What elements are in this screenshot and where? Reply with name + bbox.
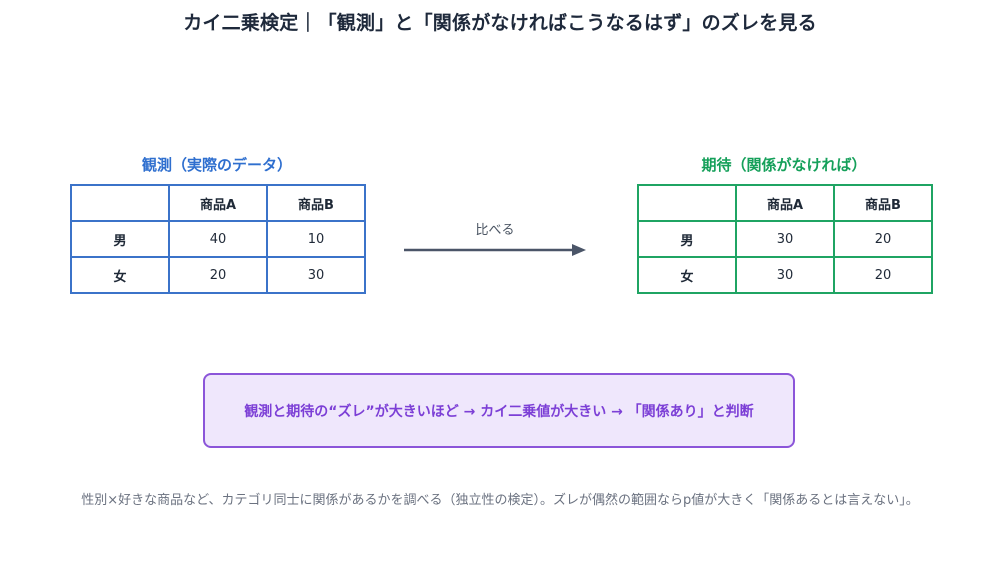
table-row: 男 30 20: [637, 220, 933, 258]
observed-table-label: 観測（実際のデータ）: [141, 156, 292, 174]
row-header-male: 男: [637, 220, 737, 258]
table-row: 男 40 10: [70, 220, 366, 258]
page-title: カイ二乗検定｜「観測」と「関係がなければこうなるはず」のズレを見る: [183, 12, 817, 34]
footnote-text: 性別×好きな商品など、カテゴリ同士に関係があるかを調べる（独立性の検定）。ズレが…: [81, 493, 919, 508]
row-header-female: 女: [637, 256, 737, 294]
row-header-male: 男: [70, 220, 170, 258]
expected-table-label: 期待（関係がなければ）: [701, 156, 867, 174]
table-cell: 40: [168, 220, 268, 258]
compare-label: 比べる: [475, 223, 515, 238]
table-cell: 30: [735, 256, 835, 294]
column-header-product-a: 商品A: [735, 184, 835, 222]
column-header-product-b: 商品B: [266, 184, 366, 222]
table-row: 女 30 20: [637, 256, 933, 294]
row-header-female: 女: [70, 256, 170, 294]
compare-arrow-icon: [404, 244, 586, 256]
table-cell: 20: [833, 220, 933, 258]
table-cell: 20: [833, 256, 933, 294]
observed-table: 商品A 商品B 男 40 10 女 20 30: [70, 184, 366, 294]
table-corner-cell: [637, 184, 737, 222]
table-header-row: 商品A 商品B: [637, 184, 933, 222]
table-corner-cell: [70, 184, 170, 222]
table-cell: 10: [266, 220, 366, 258]
expected-table: 商品A 商品B 男 30 20 女 30 20: [637, 184, 933, 294]
table-cell: 30: [266, 256, 366, 294]
table-header-row: 商品A 商品B: [70, 184, 366, 222]
table-row: 女 20 30: [70, 256, 366, 294]
summary-text: 観測と期待の“ズレ”が大きいほど → カイ二乗値が大きい → 「関係あり」と判断: [244, 403, 754, 420]
table-cell: 20: [168, 256, 268, 294]
table-cell: 30: [735, 220, 835, 258]
summary-box: 観測と期待の“ズレ”が大きいほど → カイ二乗値が大きい → 「関係あり」と判断: [203, 373, 795, 448]
column-header-product-a: 商品A: [168, 184, 268, 222]
column-header-product-b: 商品B: [833, 184, 933, 222]
